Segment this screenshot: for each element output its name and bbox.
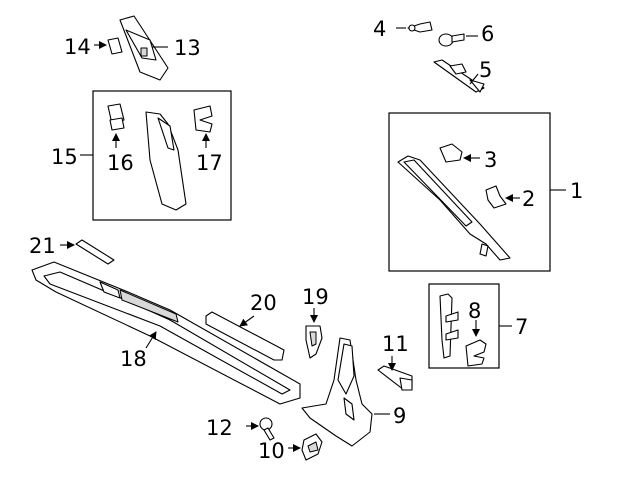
callout-2: 2 [522, 187, 535, 211]
part-10-clip [301, 433, 323, 461]
box-1 [388, 112, 551, 272]
part-19-clip [305, 325, 323, 359]
callout-3: 3 [484, 148, 497, 172]
callout-9: 9 [393, 404, 406, 428]
callout-7: 7 [515, 315, 528, 339]
callout-20: 20 [250, 291, 277, 315]
part-2-clip [485, 185, 507, 209]
callout-11: 11 [382, 332, 409, 356]
callout-18: 18 [120, 347, 147, 371]
leader-5 [469, 73, 479, 85]
part-5-bracket [433, 59, 485, 93]
part-6-bolt [438, 33, 465, 47]
leader-18 [145, 331, 157, 349]
part-13-pillar-trim [119, 15, 169, 81]
part-3-clip [439, 143, 463, 163]
callout-14: 14 [64, 35, 91, 59]
callout-16: 16 [107, 151, 134, 175]
part-8-clip [465, 339, 487, 367]
callout-19: 19 [302, 285, 329, 309]
part-9-kick-panel [301, 337, 373, 447]
leader-20 [239, 315, 255, 327]
part-11-bracket [377, 365, 413, 391]
part-15-pillar-trim [145, 111, 187, 211]
part-17-clip [193, 105, 213, 133]
callout-21: 21 [29, 234, 56, 258]
part-21-trim-strip [75, 239, 115, 265]
callout-13: 13 [174, 36, 201, 60]
part-1-pillar-trim [397, 155, 511, 261]
callout-5: 5 [479, 58, 492, 82]
callout-6: 6 [481, 22, 494, 46]
part-20-trim-strip [205, 311, 285, 361]
part-18-sill-plate [31, 261, 301, 405]
part-7-trim [439, 293, 459, 359]
callout-15: 15 [51, 145, 78, 169]
part-4-screw [407, 21, 433, 33]
part-12-bolt [259, 417, 275, 441]
callout-12: 12 [206, 416, 233, 440]
callout-8: 8 [468, 299, 481, 323]
callout-1: 1 [570, 179, 583, 203]
callout-17: 17 [196, 151, 223, 175]
part-14-clip [107, 37, 123, 55]
callout-4: 4 [373, 17, 386, 41]
part-16-clip [107, 103, 125, 131]
callout-10: 10 [258, 439, 285, 463]
